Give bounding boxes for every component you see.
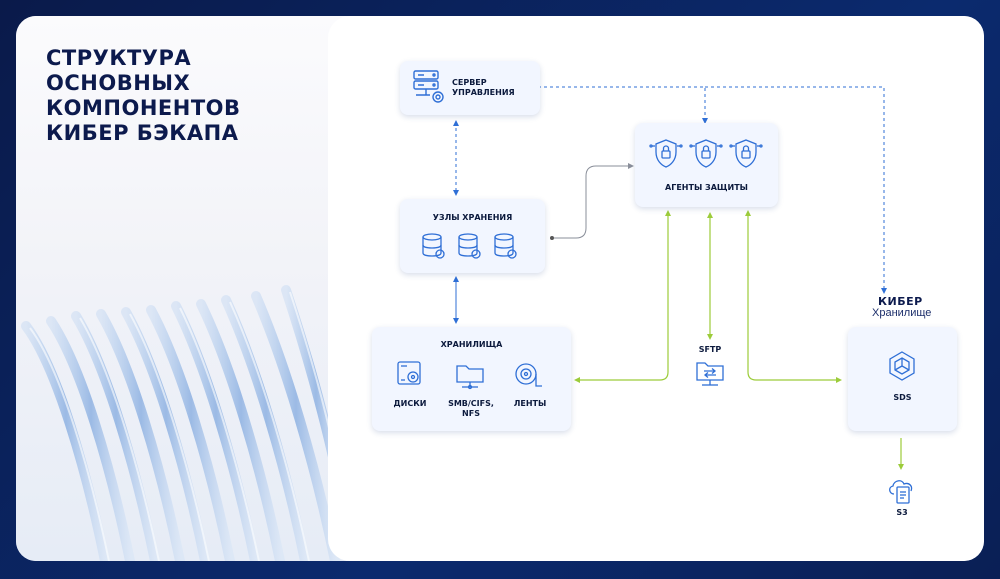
storage-item-label: ДИСКИ (393, 399, 427, 408)
server-gear-icon (413, 70, 444, 103)
left-panel: СТРУКТУРА ОСНОВНЫХ КОМПОНЕНТОВ КИБЕР БЭК… (16, 16, 346, 561)
sftp-folder-icon (696, 362, 724, 386)
title-line: ОСНОВНЫХ (46, 71, 191, 95)
line-agents-to-storages (578, 212, 669, 381)
line-agents-to-nodes (554, 165, 630, 239)
protection-agents-label: АГЕНТЫ ЗАЩИТЫ (665, 183, 748, 192)
disk-drive-icon (397, 361, 421, 385)
storages-label: ХРАНИЛИЩА (440, 340, 503, 349)
label-line: NFS (462, 409, 480, 418)
connection-lines (453, 84, 904, 470)
protection-agents-node[interactable] (635, 123, 778, 207)
management-server-label: СЕРВЕР УПРАВЛЕНИЯ (452, 78, 515, 98)
page-title: СТРУКТУРА ОСНОВНЫХ КОМПОНЕНТОВ КИБЕР БЭК… (46, 46, 241, 146)
title-line: КОМПОНЕНТОВ (46, 96, 241, 120)
kiber-brand-label: КИБЕР (878, 295, 923, 308)
storage-item-label: ЛЕНТЫ (513, 399, 547, 408)
storage-nodes-label: УЗЛЫ ХРАНЕНИЯ (432, 213, 513, 222)
cloud-file-icon (889, 480, 913, 504)
shield-lock-icon (649, 139, 763, 168)
kiber-storage-sublabel: Хранилище (872, 307, 932, 319)
glass-ribbon-decoration (21, 285, 346, 561)
slide-frame: СТРУКТУРА ОСНОВНЫХ КОМПОНЕНТОВ КИБЕР БЭК… (16, 16, 984, 561)
title-line: КИБЕР БЭКАПА (46, 121, 239, 145)
sds-label: SDS (893, 393, 912, 402)
label-line: СЕРВЕР (452, 78, 487, 87)
label-line: УПРАВЛЕНИЯ (452, 88, 515, 97)
line-server-to-agents (538, 86, 706, 122)
line-agents-to-kiber (747, 212, 838, 381)
database-sync-icon (422, 233, 517, 259)
title-line: СТРУКТУРА (46, 46, 192, 70)
s3-label: S3 (896, 508, 908, 517)
storages-node[interactable] (372, 327, 571, 431)
network-folder-icon (456, 365, 484, 390)
diagram-panel: СЕРВЕР УПРАВЛЕНИЯ (328, 16, 984, 561)
tape-reel-icon (515, 363, 542, 387)
management-server-node[interactable] (400, 61, 540, 115)
sds-hexagon-icon (889, 351, 915, 381)
sftp-label: SFTP (698, 345, 722, 354)
storage-item-label: SMB/CIFS, NFS (440, 399, 502, 419)
label-line: SMB/CIFS, (448, 399, 494, 408)
